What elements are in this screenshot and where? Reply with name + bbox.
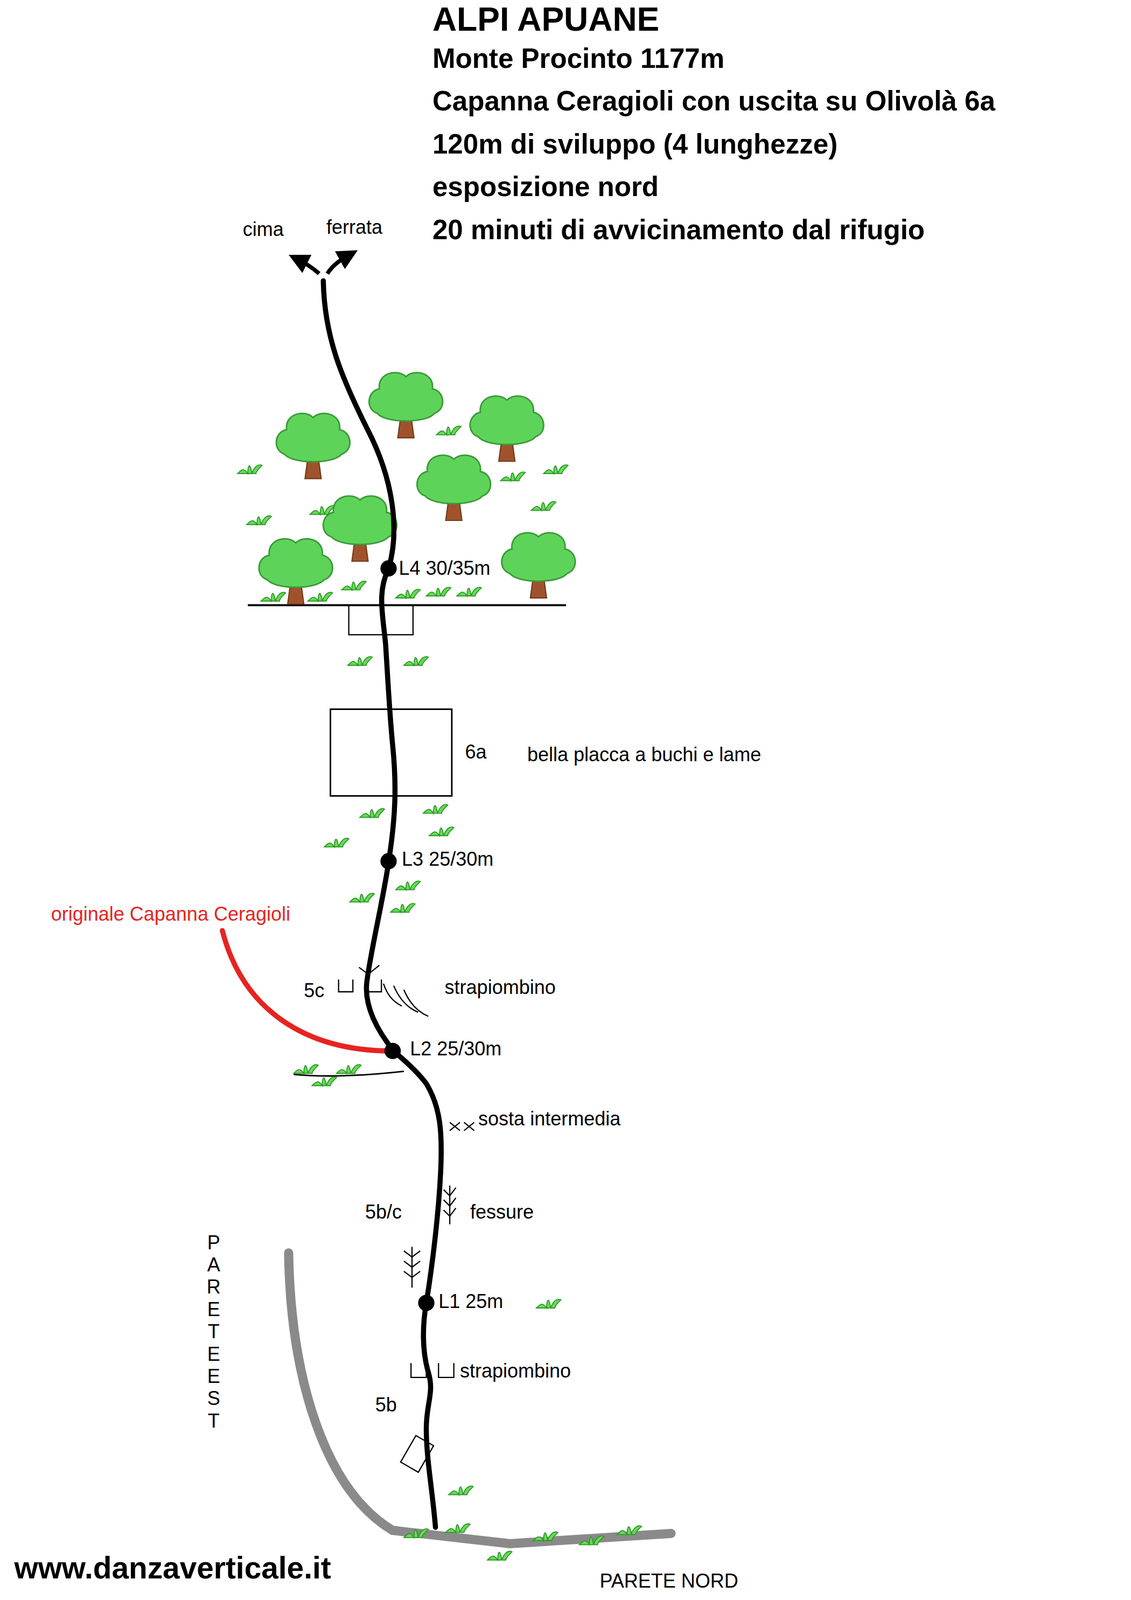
belay-label: L1 25m xyxy=(438,1289,504,1312)
grade-label: 5b/c xyxy=(365,1200,402,1223)
route-note: originale Capanna Ceragioli xyxy=(51,902,291,925)
wall-outline xyxy=(288,1252,672,1544)
grade-label: 6a xyxy=(465,740,487,763)
heading-line: 120m di sviluppo (4 lunghezze) xyxy=(432,128,838,161)
belay-label: L4 30/35m xyxy=(398,556,491,579)
main-title: ALPI APUANE xyxy=(432,0,660,39)
trees xyxy=(259,372,576,605)
exit-label: ferrata xyxy=(326,215,383,239)
route-symbols xyxy=(338,965,475,1378)
climbing-route xyxy=(323,280,442,1527)
heading-line: esposizione nord xyxy=(432,171,659,204)
heading-line: Capanna Ceragioli con uscita su Olivolà … xyxy=(432,85,996,118)
exit-arrow xyxy=(327,255,349,274)
watermark: www.danzaverticale.it xyxy=(14,1550,332,1586)
note-label: fessure xyxy=(470,1200,534,1223)
belay-stations xyxy=(380,560,435,1311)
grade-label: 5c xyxy=(303,979,325,1002)
heading-line: Monte Procinto 1177m xyxy=(432,43,725,75)
note-label: bella placca a buchi e lame xyxy=(527,743,762,766)
wall-label: PARETE EST xyxy=(204,1231,224,1433)
wall-label: PARETE NORD xyxy=(599,1569,738,1592)
note-label: sosta intermedia xyxy=(478,1107,621,1130)
grass-tufts xyxy=(237,426,642,1560)
note-label: strapiombino xyxy=(459,1359,571,1382)
exit-label: cima xyxy=(242,218,284,241)
belay-label: L3 25/30m xyxy=(401,847,494,870)
heading-line: 20 minuti di avvicinamento dal rifugio xyxy=(432,214,925,247)
note-label: strapiombino xyxy=(444,975,556,998)
grade-label: 5b xyxy=(375,1393,397,1416)
belay-label: L2 25/30m xyxy=(409,1037,502,1060)
exit-arrow xyxy=(297,259,320,274)
